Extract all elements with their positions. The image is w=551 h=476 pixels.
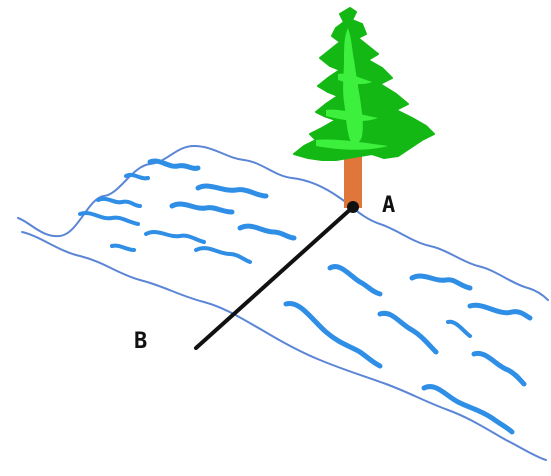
water-ripples <box>80 161 530 432</box>
ripple <box>286 303 380 366</box>
ripple <box>196 248 250 262</box>
ripple <box>150 161 198 168</box>
point-b-label: B <box>134 329 147 354</box>
ripple <box>470 305 530 318</box>
far-riverbank <box>18 146 548 300</box>
ripple <box>98 199 140 206</box>
near-riverbank <box>22 232 546 460</box>
ripple <box>424 387 512 432</box>
pine-tree-icon <box>294 8 434 208</box>
ripple <box>474 353 524 384</box>
tree-foliage <box>294 8 434 160</box>
segment-line <box>196 207 353 348</box>
ripple <box>240 226 294 238</box>
ripple <box>380 313 436 352</box>
ripple <box>112 246 134 250</box>
ripple <box>412 276 470 288</box>
ripple <box>330 267 380 294</box>
point-a-marker <box>347 201 359 213</box>
ripple <box>172 204 232 212</box>
ripple <box>198 186 266 196</box>
ripple <box>448 322 470 336</box>
ripple <box>146 232 204 242</box>
ripple <box>80 213 138 224</box>
river-icon <box>18 146 548 460</box>
segment-ab <box>196 201 359 348</box>
point-a-label: A <box>382 193 395 218</box>
